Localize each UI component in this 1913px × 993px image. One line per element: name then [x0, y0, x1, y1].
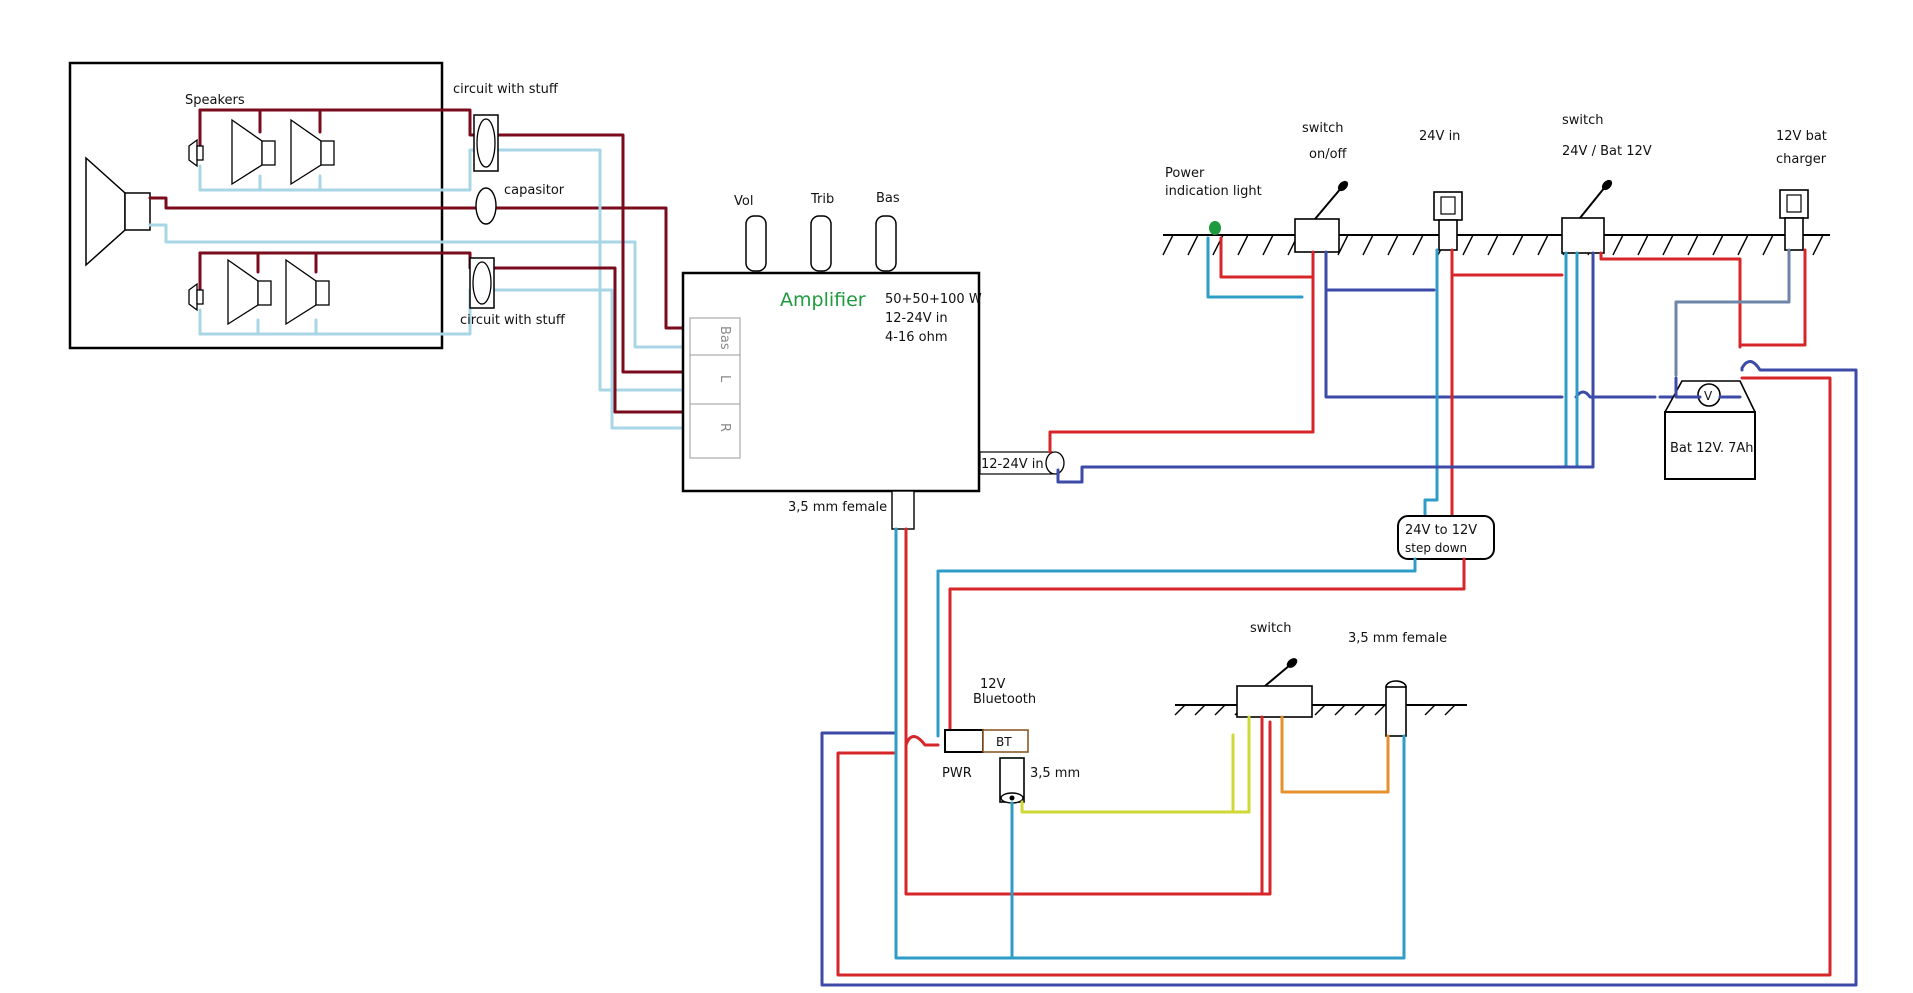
charger-label-2: charger — [1776, 152, 1827, 167]
bt-jack-label: 3,5 mm — [1030, 766, 1080, 781]
crossover-circuit-bottom: circuit with stuff — [460, 257, 566, 328]
switch-select-label-1: switch — [1562, 113, 1604, 128]
midrange-speaker-icon — [290, 118, 335, 186]
port-bas-label: Bas — [717, 326, 732, 350]
midrange-speaker-icon — [231, 118, 276, 186]
amplifier-title: Amplifier — [780, 289, 866, 311]
capacitor-label: capasitor — [504, 183, 565, 198]
volume-knob-label: Vol — [734, 194, 753, 209]
lower-speaker-group — [188, 251, 442, 336]
switch-onoff-label-1: switch — [1302, 121, 1344, 136]
panel-rail-bottom — [1174, 704, 1467, 716]
amplifier-spec-power: 50+50+100 W — [885, 292, 982, 307]
battery-12v: Bat 12V. 7Ah — [1664, 380, 1756, 480]
switch-source-select[interactable]: switch 24V / Bat 12V — [1561, 113, 1652, 254]
crossover-circuit-top: circuit with stuff — [453, 82, 559, 172]
volume-knob[interactable]: Vol — [734, 194, 767, 272]
switch-audio-label: switch — [1250, 621, 1292, 636]
circuit-bottom-label: circuit with stuff — [460, 313, 566, 328]
upper-speaker-group — [188, 108, 442, 192]
bt-title-1: 12V — [980, 677, 1006, 692]
aux-female-label: 3,5 mm female — [1348, 631, 1447, 646]
panel-rail-top — [1162, 234, 1830, 256]
tweeter-icon — [188, 138, 204, 168]
amplifier-spec-impedance: 4-16 ohm — [885, 330, 948, 345]
aux-female-jack: 3,5 mm female — [1348, 631, 1447, 737]
switch-audio[interactable]: switch — [1236, 621, 1313, 718]
input-24v-label: 24V in — [1419, 129, 1460, 144]
switch-on-off[interactable]: switch on/off — [1294, 121, 1350, 253]
bt-aux-jack: 3,5 mm — [999, 757, 1080, 804]
amp-aux-label: 3,5 mm female — [788, 500, 887, 515]
power-light-label-1: Power — [1165, 166, 1205, 181]
voltmeter-icon: V — [1697, 383, 1721, 407]
amp-power-label: 12-24V in — [981, 457, 1044, 472]
amplifier: Amplifier 50+50+100 W 12-24V in 4-16 ohm… — [681, 271, 982, 493]
switch-onoff-label-2: on/off — [1309, 147, 1348, 162]
charger-label-1: 12V bat — [1776, 129, 1827, 144]
power-light-label-2: indication light — [1165, 184, 1262, 199]
bt-title-2: Bluetooth — [973, 692, 1036, 707]
amp-power-jack: 12-24V in — [979, 451, 1065, 475]
input-24v-connector: 24V in — [1419, 129, 1463, 251]
speakers-label: Speakers — [185, 93, 245, 108]
woofer-icon — [85, 156, 151, 267]
amp-input-ports: Bas L R — [689, 317, 741, 459]
port-r-label: R — [717, 423, 732, 432]
bass-knob-label: Bas — [876, 191, 900, 206]
treble-knob[interactable]: Trib — [810, 192, 834, 272]
midrange-speaker-icon — [227, 258, 272, 326]
bluetooth-module: 12V Bluetooth BT PWR — [942, 677, 1036, 781]
stepdown-label-2: step down — [1405, 541, 1467, 555]
speaker-enclosure: Speakers — [68, 61, 444, 350]
treble-knob-label: Trib — [810, 192, 834, 207]
battery-label: Bat 12V. 7Ah — [1670, 441, 1754, 456]
charger-12v-connector: 12V bat charger — [1776, 129, 1827, 251]
bass-knob[interactable]: Bas — [875, 191, 900, 272]
amplifier-knobs: Vol Trib Bas — [734, 191, 900, 272]
circuit-top-label: circuit with stuff — [453, 82, 559, 97]
capacitor-icon: capasitor — [475, 183, 565, 225]
bt-label: BT — [996, 735, 1012, 749]
amplifier-spec-voltage: 12-24V in — [885, 311, 948, 326]
switch-select-label-2: 24V / Bat 12V — [1562, 144, 1652, 159]
stepdown-label-1: 24V to 12V — [1405, 523, 1477, 538]
voltmeter-label: V — [1704, 389, 1713, 403]
power-indicator-light: Power indication light — [1165, 166, 1262, 235]
midrange-speaker-icon — [285, 258, 330, 326]
step-down-converter: 24V to 12V step down — [1397, 515, 1495, 560]
port-l-label: L — [717, 375, 732, 383]
amp-aux-jack: 3,5 mm female — [788, 490, 915, 530]
tweeter-icon — [188, 282, 204, 312]
pwr-label: PWR — [942, 766, 972, 781]
